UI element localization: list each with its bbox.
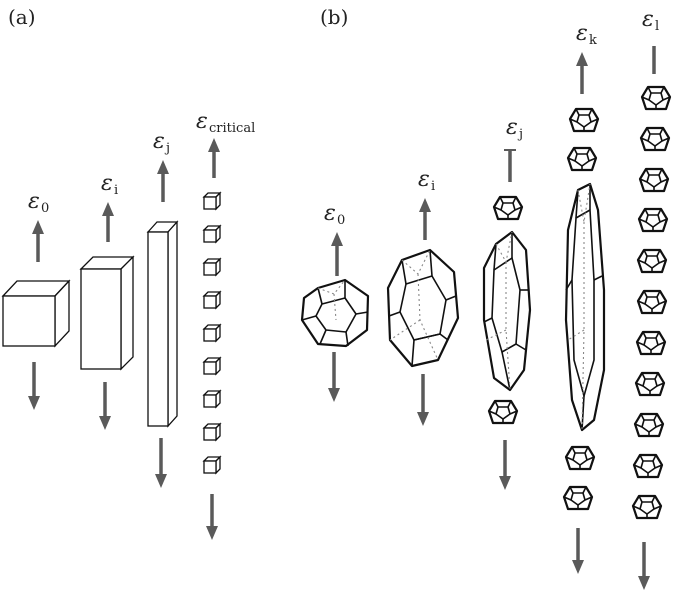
b-grain-k bbox=[564, 182, 606, 432]
b-stage-i-label: ε i bbox=[418, 167, 435, 194]
b-grain-j-top bbox=[492, 195, 524, 221]
svg-text:ε: ε bbox=[324, 201, 336, 226]
a-stage-i-arrows bbox=[99, 202, 114, 430]
a-stage-j-label: ε j bbox=[153, 129, 170, 156]
svg-text:l: l bbox=[655, 19, 659, 34]
a-fragments-critical bbox=[203, 192, 221, 474]
svg-text:i: i bbox=[431, 179, 435, 194]
a-stage-critical-label: ε critical bbox=[196, 109, 255, 136]
b-stage-0-arrows bbox=[328, 232, 343, 402]
svg-text:ε: ε bbox=[153, 129, 165, 154]
b-grain-0 bbox=[300, 278, 370, 348]
svg-text:0: 0 bbox=[41, 201, 49, 216]
svg-text:i: i bbox=[114, 183, 118, 198]
svg-text:ε: ε bbox=[28, 189, 40, 214]
b-grains-k-top bbox=[566, 107, 600, 172]
b-grain-j-bottom bbox=[487, 399, 519, 425]
b-grains-k-bottom bbox=[562, 445, 596, 511]
a-stage-0-arrows bbox=[28, 220, 44, 410]
a-stage-j-arrows bbox=[155, 160, 169, 488]
svg-text:j: j bbox=[164, 141, 170, 156]
b-grain-i bbox=[386, 248, 460, 368]
b-stage-j-arrows bbox=[499, 149, 516, 490]
b-stage-k-label: ε k bbox=[576, 21, 597, 48]
svg-text:0: 0 bbox=[337, 213, 345, 228]
b-stage-0-label: ε 0 bbox=[324, 201, 345, 228]
svg-text:ε: ε bbox=[196, 109, 208, 134]
b-stage-j-label: ε j bbox=[506, 115, 523, 142]
b-grain-j bbox=[482, 230, 532, 392]
b-stage-k-arrows bbox=[572, 52, 588, 574]
svg-text:ε: ε bbox=[418, 167, 430, 192]
panel-a-label: (a) bbox=[8, 5, 36, 29]
a-cube-i bbox=[79, 255, 135, 371]
a-stage-critical-arrows bbox=[206, 138, 220, 540]
svg-text:critical: critical bbox=[209, 121, 255, 136]
svg-text:j: j bbox=[517, 127, 523, 142]
b-stage-l-arrows bbox=[638, 46, 656, 590]
svg-text:ε: ε bbox=[506, 115, 518, 140]
svg-text:ε: ε bbox=[101, 171, 113, 196]
b-stage-l-label: ε l bbox=[642, 7, 659, 34]
b-stage-i-arrows bbox=[417, 198, 431, 426]
a-stage-i-label: ε i bbox=[101, 171, 118, 198]
b-grains-l bbox=[631, 85, 672, 520]
svg-text:ε: ε bbox=[642, 7, 654, 32]
panel-b-label: (b) bbox=[320, 5, 348, 29]
a-stage-0-label: ε 0 bbox=[28, 189, 49, 216]
a-cube-0 bbox=[1, 279, 71, 348]
svg-text:k: k bbox=[589, 33, 597, 48]
svg-text:ε: ε bbox=[576, 21, 588, 46]
a-cube-j bbox=[146, 220, 179, 428]
